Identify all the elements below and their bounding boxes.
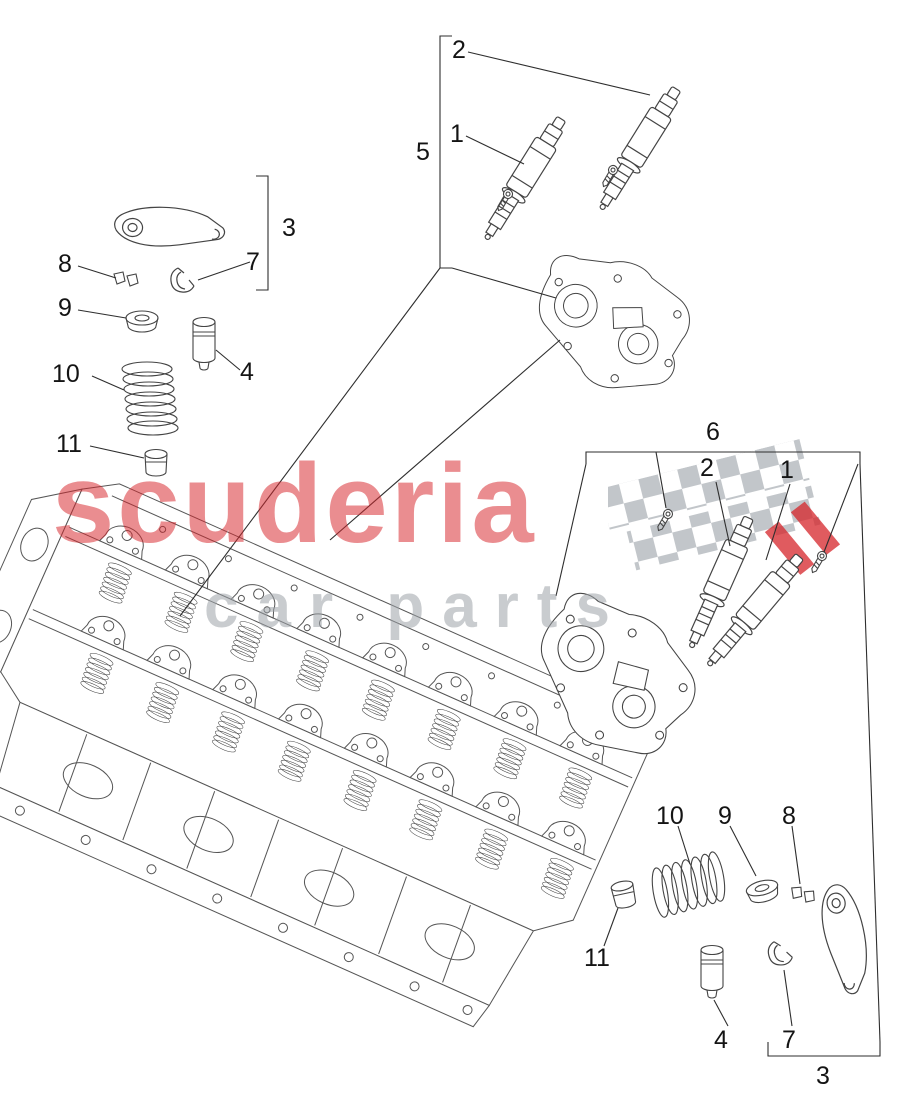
bracket-3-upper [256, 175, 269, 291]
valve-keepers-lower-drawing [789, 885, 817, 904]
solenoid-valve-1-upper-drawing [474, 111, 574, 247]
spring-retainer-upper-drawing [125, 310, 159, 333]
bracket-5 [439, 35, 452, 269]
spring-retainer-lower-drawing [744, 876, 782, 907]
checkered-flag-watermark [608, 439, 841, 575]
engine-cylinder-head-drawing [0, 483, 653, 1028]
bracket-3-lower [767, 1042, 881, 1057]
valve-keepers-upper-drawing [113, 271, 139, 287]
retaining-clip-upper-drawing [170, 267, 195, 293]
lash-adjuster-lower-drawing [700, 944, 724, 999]
valve-stem-seal-lower-drawing [609, 878, 638, 911]
valve-spring-upper-drawing [121, 361, 179, 436]
rocker-arm-upper-drawing [112, 203, 227, 252]
flag-checker-band [608, 439, 821, 571]
rocker-arm-lower-drawing [815, 880, 875, 998]
valve-stem-seal-upper-drawing [144, 448, 168, 477]
screw-mid-right-drawing [808, 549, 829, 576]
bracket-6 [585, 451, 861, 464]
retaining-clip-lower-drawing [766, 938, 794, 968]
camshaft-bracket-upper-drawing [521, 241, 702, 406]
solenoid-valve-2-upper-drawing [589, 81, 689, 217]
screw-mid-left-drawing [654, 507, 675, 534]
lash-adjuster-upper-drawing [192, 316, 216, 371]
leader-lines [77, 35, 881, 1057]
